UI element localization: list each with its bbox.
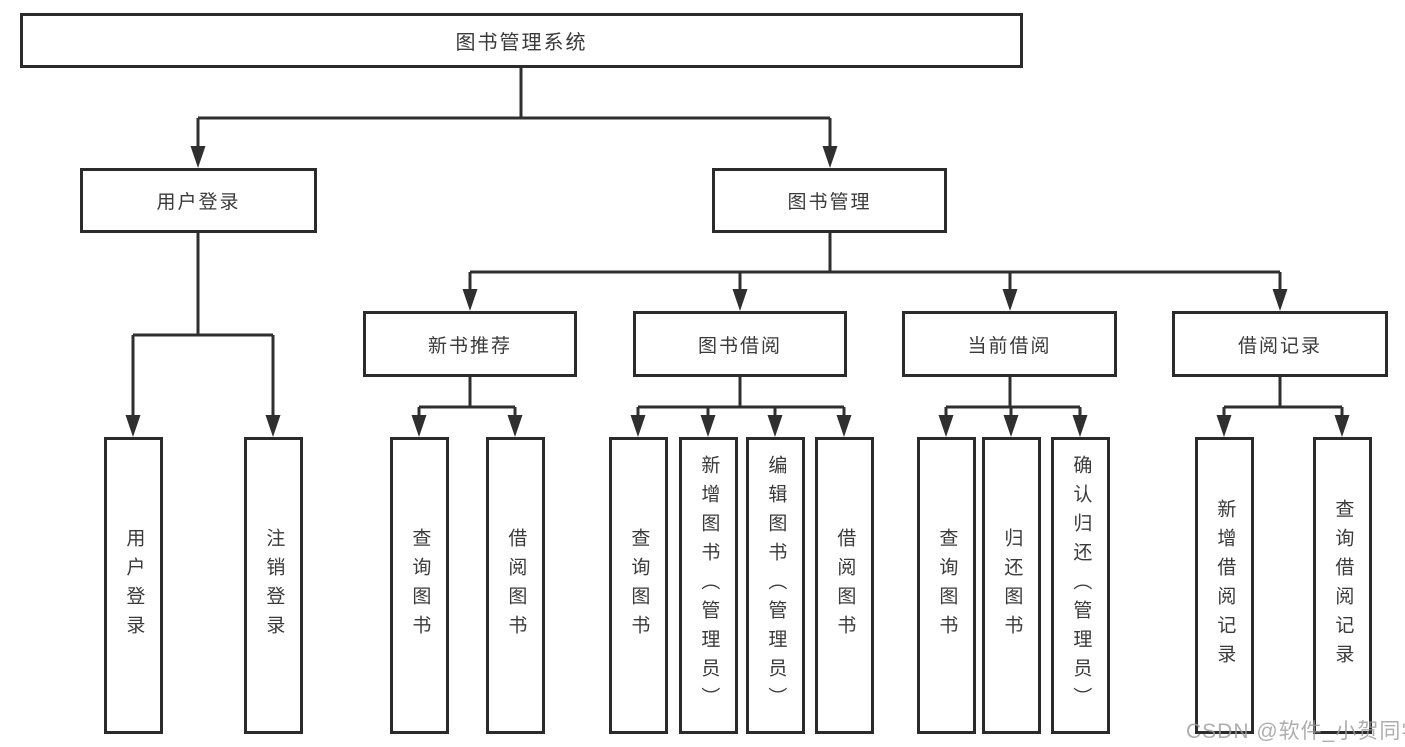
node-label: 新书推荐 <box>427 335 512 357</box>
node-library-management-system: 图书管理系统 <box>20 13 1023 68</box>
node-label: 新增图书（管理员） <box>698 455 720 716</box>
node-label: 编辑图书（管理员） <box>765 455 787 716</box>
watermark-text: CSDN @软件_小贺同学 <box>1186 720 1405 743</box>
node-label: 归还图书 <box>1001 527 1023 644</box>
node-logout: 注销登录 <box>244 437 303 734</box>
node-borrow-books-leaf: 借阅图书 <box>815 437 874 734</box>
node-label: 当前借阅 <box>967 335 1052 357</box>
node-label: 借阅图书 <box>834 527 856 644</box>
node-label: 查询图书 <box>936 527 958 644</box>
node-label: 查询图书 <box>628 527 650 644</box>
node-confirm-return-admin: 确认归还（管理员） <box>1051 437 1110 734</box>
node-user-login-leaf: 用户登录 <box>104 437 163 734</box>
node-add-book-admin: 新增图书（管理员） <box>679 437 738 734</box>
node-label: 借阅记录 <box>1237 335 1322 357</box>
node-query-books-borrowing: 查询图书 <box>609 437 668 734</box>
connector-book-management-to-level3 <box>462 233 1288 311</box>
node-book-borrowing: 图书借阅 <box>633 311 847 377</box>
node-label: 图书借阅 <box>697 335 782 357</box>
node-new-book-recommendation: 新书推荐 <box>363 311 577 377</box>
node-label: 确认归还（管理员） <box>1070 455 1092 716</box>
connector-borrowing-records-to-children <box>1216 377 1350 437</box>
connector-book-borrowing-to-children <box>630 377 852 437</box>
node-label: 用户登录 <box>156 192 241 213</box>
node-book-management: 图书管理 <box>712 168 947 233</box>
node-label: 借阅图书 <box>505 527 527 644</box>
node-current-borrowing: 当前借阅 <box>902 311 1117 377</box>
node-return-books: 归还图书 <box>982 437 1041 734</box>
node-query-borrow-record: 查询借阅记录 <box>1313 437 1372 734</box>
node-add-borrow-record: 新增借阅记录 <box>1195 437 1254 734</box>
node-query-books-recommend: 查询图书 <box>390 437 449 734</box>
node-borrowing-records: 借阅记录 <box>1172 311 1388 377</box>
node-label: 图书管理系统 <box>455 32 588 54</box>
connector-new-book-recommend-to-children <box>411 377 523 437</box>
connector-user-login-to-children <box>125 233 281 437</box>
node-label: 图书管理 <box>787 192 872 213</box>
node-user-login: 用户登录 <box>80 168 317 233</box>
node-borrow-books-recommend: 借阅图书 <box>486 437 545 734</box>
connector-current-borrowing-to-children <box>938 377 1088 437</box>
node-label: 新增借阅记录 <box>1214 498 1236 673</box>
node-label: 查询图书 <box>409 527 431 644</box>
node-label: 注销登录 <box>263 527 285 644</box>
node-label: 查询借阅记录 <box>1332 498 1354 673</box>
node-query-books-current: 查询图书 <box>917 437 976 734</box>
node-label: 用户登录 <box>123 527 145 644</box>
node-edit-book-admin: 编辑图书（管理员） <box>746 437 805 734</box>
connector-root-to-level2 <box>190 68 838 168</box>
